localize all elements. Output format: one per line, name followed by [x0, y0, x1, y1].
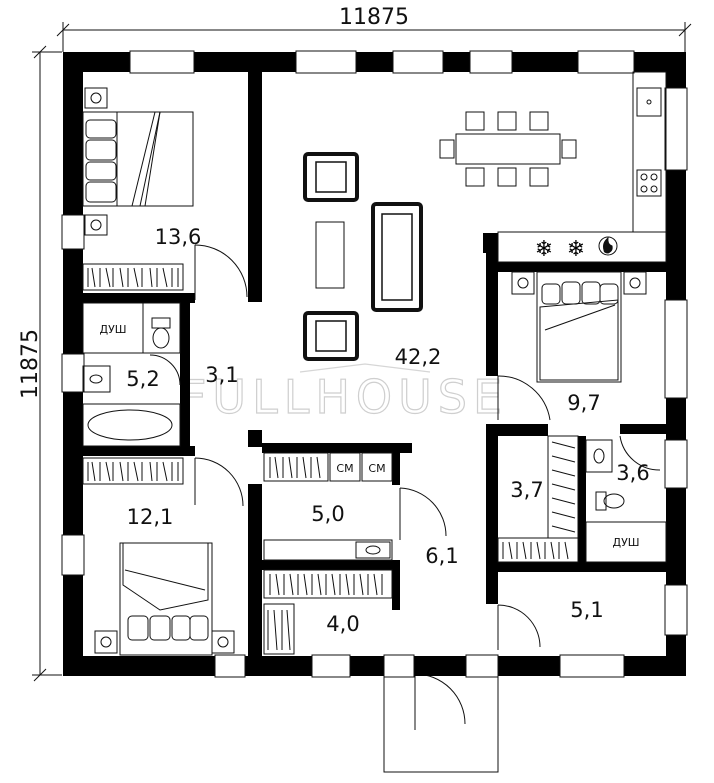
doors	[149, 244, 661, 650]
area-label-living: 42,2	[395, 345, 442, 369]
area-label-laundry: 5,0	[311, 502, 344, 526]
laundry-fixtures	[263, 452, 393, 561]
bathroom-2-fixtures	[585, 439, 667, 563]
wardrobe-right	[497, 435, 579, 563]
watermark-roof-icon	[299, 363, 431, 373]
storage-shelving	[263, 569, 393, 655]
fridge-snowflake-icon: ❄	[535, 237, 553, 262]
kitchen-counter	[497, 71, 667, 263]
bed-right	[511, 271, 647, 383]
wardrobe-bottom-left	[82, 457, 184, 485]
area-label-corridor-1: 3,1	[205, 363, 238, 387]
wardrobe-top-left	[82, 263, 184, 291]
top-dimension-label: 11875	[339, 5, 409, 30]
area-label-bathroom-2: 3,6	[616, 461, 649, 485]
bed-bottom-left	[94, 542, 235, 656]
area-label-bathroom-1: 5,2	[126, 367, 159, 391]
bed-top-left	[82, 87, 194, 236]
area-label-bedroom-1: 13,6	[155, 225, 202, 249]
left-dimension-label: 11875	[18, 329, 43, 399]
washer-label-2: СМ	[368, 462, 385, 475]
area-label-bedroom-3: 12,1	[127, 505, 174, 529]
interior-walls	[83, 72, 666, 656]
porch	[383, 673, 499, 773]
area-label-hall: 6,1	[425, 544, 458, 568]
freezer-snowflake-icon: ❄	[567, 237, 585, 262]
area-label-bedroom-2: 9,7	[567, 391, 600, 415]
windows	[61, 50, 688, 678]
dining-table	[439, 111, 577, 187]
area-label-storage: 4,0	[326, 612, 359, 636]
bathroom-1-fixtures	[82, 302, 181, 447]
area-label-room-5-1: 5,1	[570, 598, 603, 622]
shower-label-1: ДУШ	[99, 323, 126, 336]
washer-label-1: СМ	[336, 462, 353, 475]
area-label-wardrobe: 3,7	[510, 478, 543, 502]
living-furniture	[303, 152, 423, 361]
shower-label-2: ДУШ	[612, 536, 639, 549]
dimension-lines	[32, 22, 692, 682]
stove-flame-icon	[598, 236, 618, 256]
watermark-text: FULLHOUSE	[180, 370, 508, 424]
